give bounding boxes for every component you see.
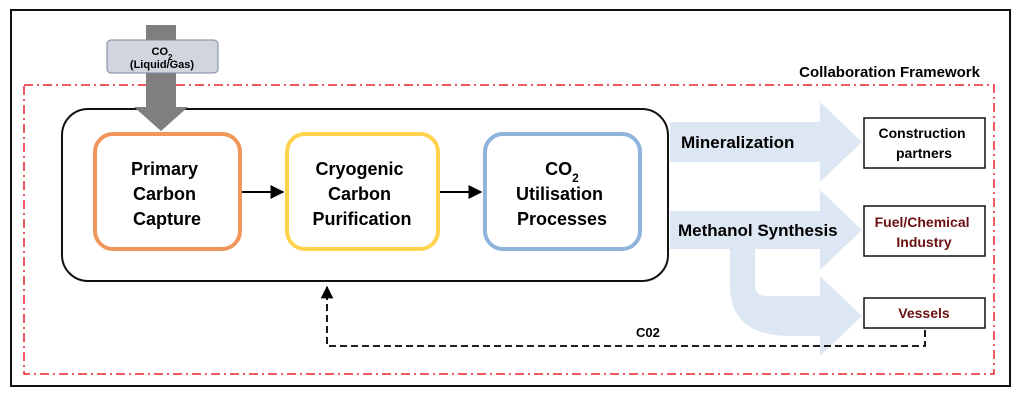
methanol-synthesis-label: Methanol Synthesis — [678, 221, 838, 240]
co2-recycle-label: C02 — [636, 325, 660, 340]
construction-partners-label: Construction partners — [879, 125, 970, 161]
co2-utilisation-processes-box — [483, 132, 642, 251]
collaboration-framework-border — [23, 84, 995, 375]
mineralization-label: Mineralization — [681, 133, 794, 152]
primary-carbon-capture-label: Primary Carbon Capture — [131, 159, 203, 229]
co2-recycle-dashed-line — [320, 285, 926, 347]
cryogenic-carbon-purification-box — [285, 132, 440, 251]
co2-input-label: CO2 — [152, 46, 174, 62]
vessels-route-arrow — [730, 249, 862, 356]
co2-utilisation-label-rest: Utilisation Processes — [516, 184, 608, 229]
fuel-chemical-industry-label: Fuel/Chemical Industry — [875, 214, 974, 250]
methanol-route-arrow — [670, 190, 862, 270]
mineralization-route-arrow — [670, 102, 862, 182]
fuel-chemical-industry-box — [863, 205, 986, 257]
vessels-box — [863, 297, 986, 329]
co2-input-state-label: (Liquid/Gas) — [130, 59, 195, 71]
cryogenic-carbon-purification-label: Cryogenic Carbon Purification — [312, 159, 411, 229]
vessels-label: Vessels — [898, 305, 950, 321]
construction-partners-box — [863, 117, 986, 169]
primary-carbon-capture-box — [93, 132, 242, 251]
collaboration-framework-label: Collaboration Framework — [799, 64, 981, 81]
co2-input-box — [106, 39, 219, 74]
co2-utilisation-label-line1: CO2 — [545, 159, 579, 185]
